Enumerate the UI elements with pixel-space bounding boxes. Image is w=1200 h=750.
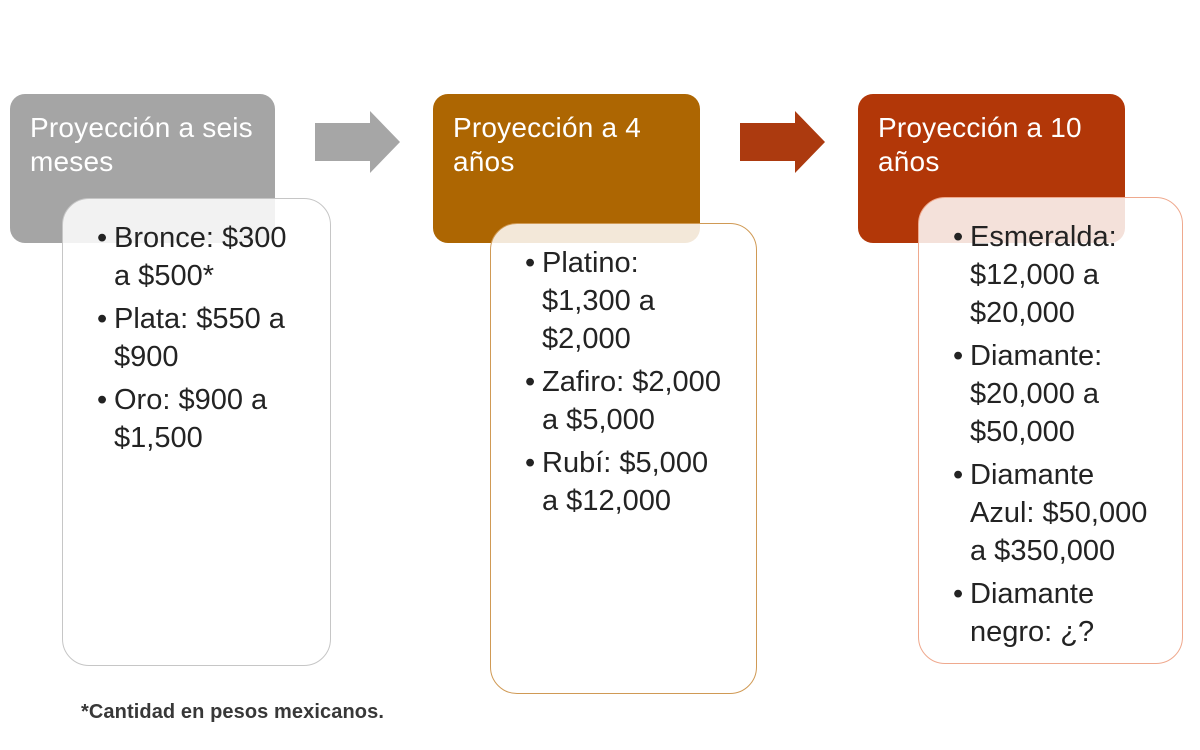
stage-2-card: Platino: $1,300 a $2,000 Zafiro: $2,000 … (490, 223, 757, 694)
stage-1-title: Proyección a seis meses (30, 112, 253, 177)
list-item: Esmeralda: $12,000 a $20,000 (953, 218, 1154, 332)
right-arrow-icon (740, 111, 825, 173)
stage-3-card: Esmeralda: $12,000 a $20,000 Diamante: $… (918, 197, 1183, 664)
list-item: Diamante Azul: $50,000 a $350,000 (953, 456, 1154, 570)
stage-3-list: Esmeralda: $12,000 a $20,000 Diamante: $… (919, 198, 1182, 651)
list-item: Plata: $550 a $900 (97, 300, 302, 376)
list-item: Platino: $1,300 a $2,000 (525, 244, 728, 358)
stage-1-card: Bronce: $300 a $500* Plata: $550 a $900 … (62, 198, 331, 666)
list-item: Rubí: $5,000 a $12,000 (525, 444, 728, 520)
stage-2-title: Proyección a 4 años (453, 112, 642, 177)
stage-2-list: Platino: $1,300 a $2,000 Zafiro: $2,000 … (491, 224, 756, 520)
list-item: Diamante negro: ¿? (953, 575, 1154, 651)
stage-3-title: Proyección a 10 años (878, 112, 1082, 177)
list-item: Diamante: $20,000 a $50,000 (953, 337, 1154, 451)
list-item: Bronce: $300 a $500* (97, 219, 302, 295)
stage-2-header-box: Proyección a 4 años (433, 94, 700, 243)
list-item: Zafiro: $2,000 a $5,000 (525, 363, 728, 439)
footnote: *Cantidad en pesos mexicanos. (81, 701, 384, 723)
stage-1-list: Bronce: $300 a $500* Plata: $550 a $900 … (63, 199, 330, 457)
list-item: Oro: $900 a $1,500 (97, 381, 302, 457)
right-arrow-icon (315, 111, 400, 173)
